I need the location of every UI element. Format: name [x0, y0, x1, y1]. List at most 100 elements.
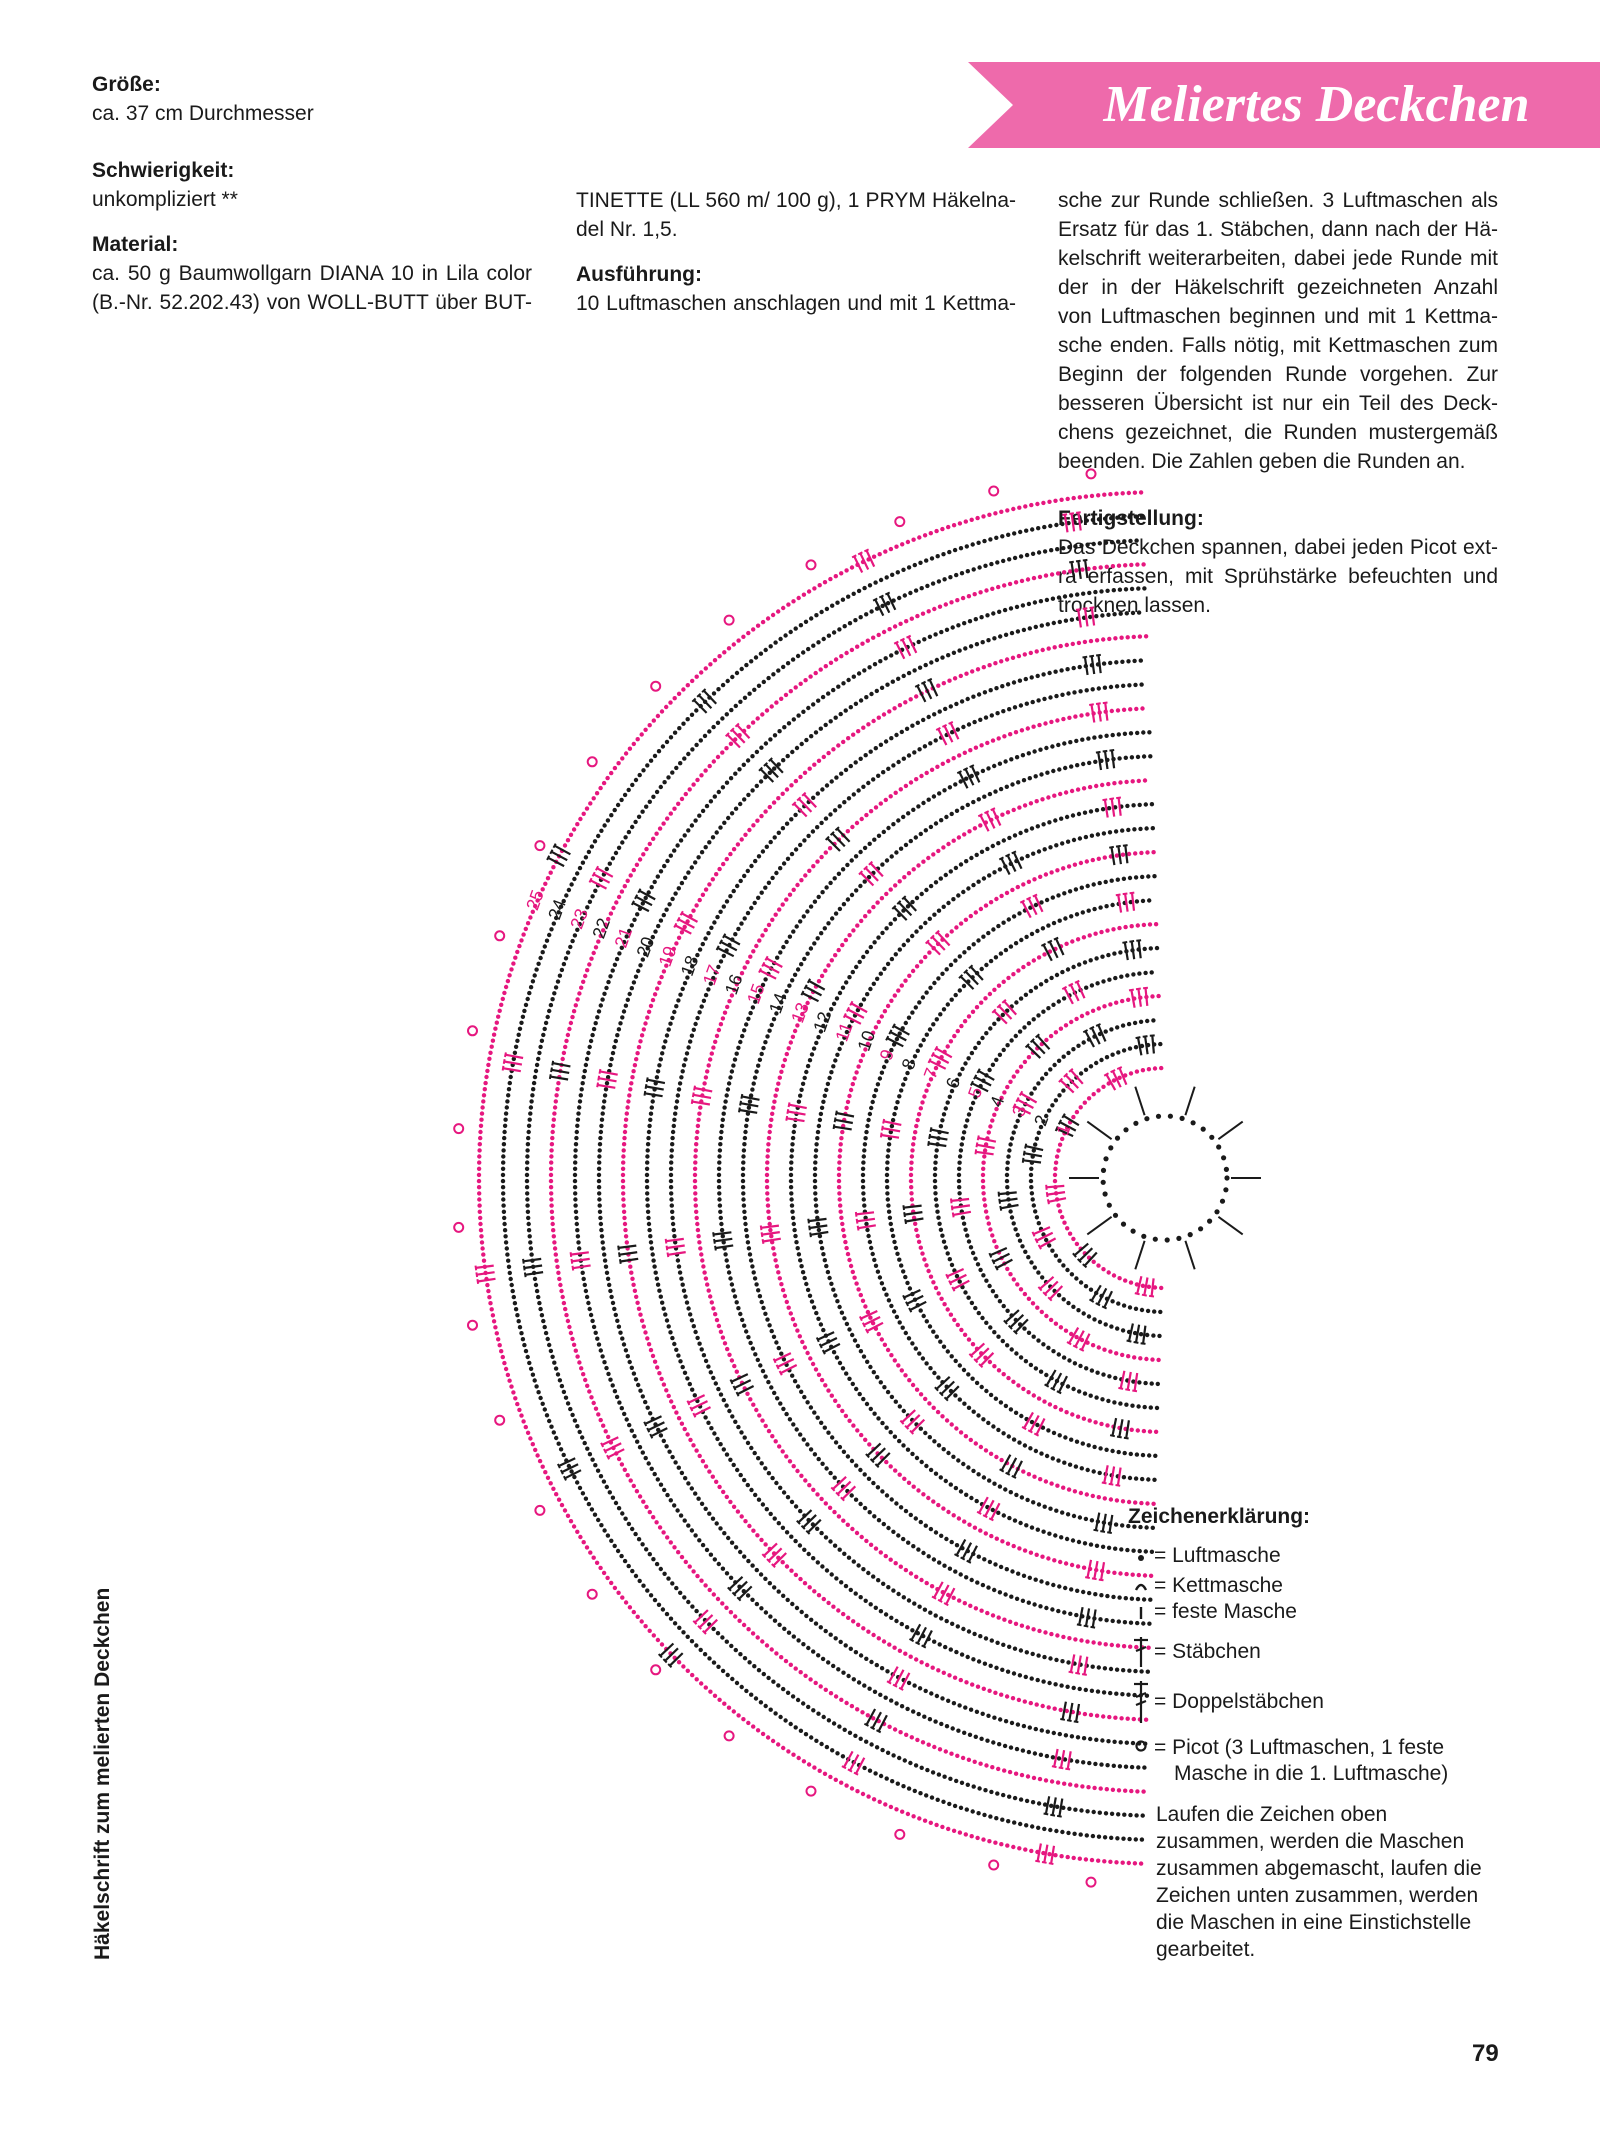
- chain-dot: [744, 1329, 749, 1334]
- chain-dot: [763, 1311, 768, 1317]
- chain-dot: [819, 1246, 825, 1251]
- chain-dot: [1102, 1191, 1108, 1197]
- chain-dot: [711, 1306, 716, 1311]
- chain-dot: [837, 627, 842, 632]
- chain-dot: [842, 1316, 847, 1321]
- chain-dot: [853, 618, 858, 623]
- chain-dot: [520, 1337, 526, 1342]
- chain-dot: [1079, 1013, 1085, 1019]
- chain-dot: [1152, 1477, 1157, 1483]
- chain-dot: [1058, 1407, 1064, 1412]
- chain-dot: [897, 1320, 902, 1325]
- chain-dot: [726, 815, 731, 821]
- chain-dot: [925, 1767, 930, 1773]
- chain-dot: [954, 1543, 960, 1548]
- chain-dot: [524, 1166, 530, 1172]
- chain-dot: [969, 855, 974, 861]
- chain-dot: [1055, 718, 1060, 723]
- chain-dot: [1123, 924, 1128, 930]
- chain-dot: [906, 670, 912, 676]
- chain-dot: [523, 1348, 529, 1354]
- chain-dot: [1068, 1611, 1073, 1617]
- chain-dot: [847, 1024, 852, 1029]
- chain-dot: [585, 1383, 590, 1389]
- chain-dot: [961, 889, 966, 895]
- chain-dot: [1140, 898, 1146, 904]
- chain-dot: [613, 1312, 618, 1318]
- chain-dot: [988, 1124, 993, 1129]
- chain-dot: [680, 1069, 685, 1074]
- chain-dot: [699, 1252, 704, 1257]
- chain-dot: [600, 1354, 605, 1359]
- chain-dot: [550, 1135, 555, 1141]
- chain-dot: [966, 1372, 971, 1377]
- chain-dot: [936, 1375, 941, 1380]
- chain-dot: [476, 1172, 482, 1178]
- chain-dot: [1145, 1501, 1150, 1506]
- chain-dot: [1142, 946, 1147, 952]
- chain-dot: [937, 1560, 942, 1565]
- chain-dot: [1139, 682, 1144, 687]
- chain-dot: [746, 1335, 751, 1340]
- chain-dot: [697, 1453, 702, 1459]
- chain-dot: [1132, 658, 1137, 664]
- chain-dot: [927, 916, 932, 921]
- chain-dot: [657, 980, 662, 985]
- chain-dot: [863, 1304, 868, 1309]
- chain-dot: [650, 1099, 655, 1104]
- chain-dot: [793, 1538, 798, 1544]
- chain-dot: [955, 598, 960, 603]
- chain-dot: [736, 1713, 741, 1718]
- chain-dot: [777, 1075, 782, 1080]
- chain-dot: [711, 1592, 716, 1597]
- chain-dot: [956, 1458, 961, 1463]
- chain-dot: [820, 694, 826, 700]
- chain-dot: [728, 741, 734, 746]
- chain-dot: [995, 1640, 1000, 1646]
- chain-dot: [639, 1619, 644, 1624]
- chain-dot: [526, 1221, 531, 1227]
- chain-dot: [1076, 1539, 1082, 1545]
- chain-dot: [951, 838, 956, 843]
- chain-dot: [845, 897, 851, 902]
- chain-dot: [801, 914, 806, 919]
- chain-dot: [961, 983, 967, 989]
- chain-dot: [572, 1185, 578, 1190]
- chain-dot: [871, 777, 876, 782]
- chain-dot: [1082, 1391, 1088, 1396]
- chain-dot: [501, 1154, 506, 1159]
- chain-dot: [750, 788, 755, 793]
- chain-dot: [621, 1197, 626, 1202]
- chain-dot: [828, 1774, 833, 1780]
- chain-dot: [976, 938, 981, 943]
- chain-dot: [754, 1601, 760, 1607]
- chain-dot: [835, 600, 840, 605]
- chain-dot: [806, 833, 811, 839]
- chain-dot: [1057, 918, 1062, 923]
- chain-dot: [884, 891, 889, 897]
- chain-dot: [849, 1786, 855, 1791]
- chain-dot: [585, 1446, 590, 1451]
- chain-dot: [750, 754, 755, 759]
- chain-dot: [1039, 623, 1045, 628]
- chain-dot: [480, 1105, 485, 1110]
- chain-dot: [657, 1288, 662, 1293]
- chain-dot: [933, 1285, 939, 1291]
- chain-dot: [1075, 937, 1081, 942]
- chain-dot: [794, 1240, 799, 1245]
- chain-dot: [1102, 685, 1108, 690]
- chain-dot: [1114, 660, 1119, 665]
- chain-dot: [488, 1301, 493, 1306]
- chain-dot: [1062, 1460, 1067, 1465]
- chain-dot: [877, 1799, 882, 1805]
- chain-dot: [902, 1476, 907, 1482]
- chain-dot: [644, 1547, 649, 1552]
- chain-dot: [951, 650, 957, 655]
- chain-dot: [545, 1336, 550, 1342]
- chain-dot: [1018, 554, 1024, 559]
- chain-dot: [940, 1414, 945, 1419]
- chain-dot: [1063, 916, 1068, 921]
- chain-dot: [979, 1384, 984, 1390]
- chain-dot: [914, 964, 920, 969]
- chain-dot: [912, 1054, 918, 1059]
